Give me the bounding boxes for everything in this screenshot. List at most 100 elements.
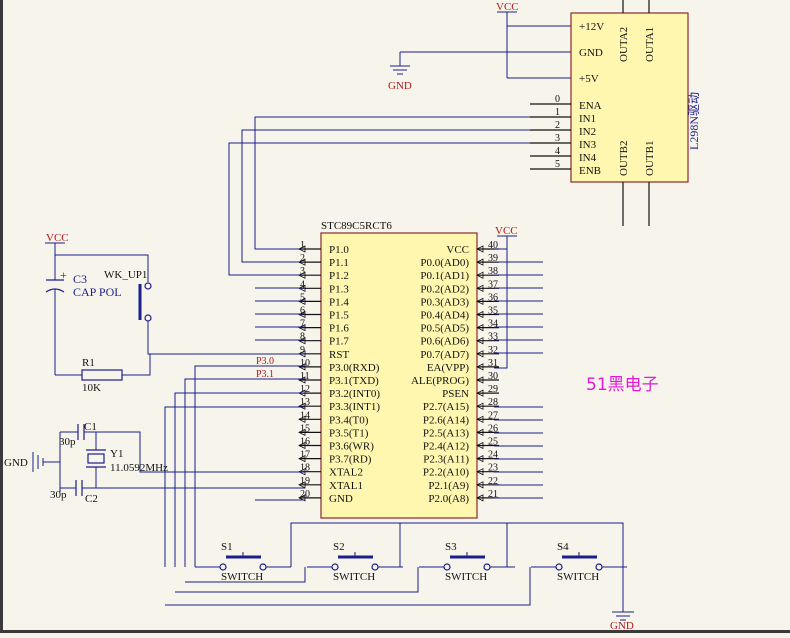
switch-wiring: GND [164,365,634,632]
c2-label: C2 [85,493,98,505]
mcu-left-pin-label: P1.5 [329,310,349,322]
switch-type: SWITCH [445,571,487,583]
mcu-left-pin-label: P3.2(INT0) [329,388,380,400]
p1-stubs [255,287,305,341]
l298-num-5: 5 [555,159,560,170]
mcu-right-pin-number: 28 [488,397,498,408]
mcu-title: STC89C5RCT6 [321,220,392,232]
l298-out-b1: OUTB1 [644,141,656,176]
mcu-right-pin-number: 26 [488,423,498,434]
l298-pin-gnd: GND [579,47,603,59]
mcu-left-pin-label: P1.4 [329,296,349,308]
crystal-y1: Y1 11.0592MHz [86,432,168,488]
l298-out-a1: OUTA1 [644,27,656,62]
mcu-right-pin-label: P2.6(A14) [423,414,469,426]
mcu-left-pin-label: XTAL1 [329,480,363,492]
mcu-right-pin-label: P2.2(A10) [423,467,469,479]
mcu-right-pin-number: 25 [488,437,498,448]
mcu-left-pin-number: 10 [300,358,310,369]
mcu-left-pin-number: 20 [300,489,310,500]
y1-label: Y1 [110,448,123,460]
wakeup-button: WK_UP1 [104,269,152,322]
mcu-left-pin-number: 11 [300,371,310,382]
mcu-right-pin-number: 21 [488,489,498,500]
mcu-right-pin-label: P2.4(A12) [423,441,469,453]
switch-name: S3 [445,541,457,553]
switch-name: S4 [557,541,569,553]
switch-type: SWITCH [221,571,263,583]
gnd-label-left: GND [4,457,28,469]
mcu-right-pin-number: 31 [488,358,498,369]
vcc-label-mcu: VCC [495,225,518,237]
mcu-right-pin-label: P0.1(AD1) [420,270,469,282]
switch-name: S2 [333,541,345,553]
resistor-r1: R1 10K [55,354,151,394]
mcu-left-pin-number: 14 [300,410,310,421]
l298-num-0: 0 [555,94,560,105]
mcu-left-pin-number: 4 [300,279,305,290]
mcu-chip: STC89C5RCT6 [320,220,478,519]
l298-out-b2: OUTB2 [618,141,630,176]
mcu-right-pin-label: P2.1(A9) [428,480,469,492]
mcu-left-pin-label: P3.3(INT1) [329,401,380,413]
vcc-label-top: VCC [496,1,519,13]
vcc-label-left: VCC [46,232,69,244]
mcu-right-pin-label: P2.0(A8) [428,493,469,505]
l298-pin-ena: ENA [579,100,602,112]
mcu-left-pin-number: 7 [300,319,305,330]
mcu-right-pin-label: P2.5(A13) [423,427,469,439]
l298-pin-in1: IN1 [579,113,596,125]
mcu-right-pin-label: VCC [446,244,469,256]
mcu-left-pin-label: P3.4(T0) [329,414,369,426]
mcu-right-pin-label: ALE(PROG) [411,375,469,387]
mcu-left-pin-label: P3.6(WR) [329,441,374,453]
l298-to-mcu-wires [228,116,530,276]
l298-num-2: 2 [555,120,560,131]
mcu-left-pin-label: P1.6 [329,323,349,335]
switch-name: S1 [221,541,233,553]
mcu-left-pin-number: 16 [300,437,310,448]
mcu-left-pin-number: 12 [300,384,310,395]
mcu-left-pin-number: 18 [300,463,310,474]
mcu-right-pin-number: 27 [488,410,498,421]
capacitor-c2: 30p C2 [50,480,98,505]
l298-module: +12V GND +5V ENA IN1 IN2 IN3 IN4 ENB OUT… [570,12,701,183]
c2-value: 30p [50,489,67,501]
left-border [0,0,3,633]
mcu-right-pin-number: 33 [488,332,498,343]
p2-bus [494,406,543,499]
mcu-left-pin-number: 5 [300,292,305,303]
l298-pin-enb: ENB [579,165,601,177]
mcu-right-pin-label: EA(VPP) [427,362,470,374]
mcu-right-pin-label: P0.5(AD5) [420,323,469,335]
c1-label: C1 [84,421,97,433]
mcu-left-pin-label: RST [329,349,349,361]
mcu-right-pin-number: 30 [488,371,498,382]
mcu-right-pin-number: 39 [488,253,498,264]
mcu-right-pin-number: 35 [488,306,498,317]
gnd-label-top: GND [388,80,412,92]
l298-num-1: 1 [555,107,560,118]
mcu-right-pin-label: P2.7(A15) [423,401,469,413]
mcu-right-pin-number: 32 [488,345,498,356]
mcu-right-pin-number: 40 [488,240,498,251]
mcu-left-pin-label: P3.7(RD) [329,454,372,466]
c3-type: CAP POL [73,285,122,299]
mcu-right-pin-label: P0.4(AD4) [420,310,469,322]
l298-num-4: 4 [555,146,560,157]
l298-pin-in3: IN3 [579,139,597,151]
mcu-right-pin-label: P0.7(AD7) [420,349,469,361]
net-label-p30: P3.0 [256,356,274,367]
mcu-left-pin-number: 8 [300,332,305,343]
mcu-left-pin-label: P1.1 [329,257,349,269]
l298-out-a2: OUTA2 [618,27,630,62]
c1-value: 30p [59,436,76,448]
l298-pin-in2: IN2 [579,126,596,138]
mcu-left-pins: P1.01P1.12P1.23P1.34P1.45P1.56P1.67P1.78… [298,240,380,505]
mcu-left-pin-label: P1.3 [329,283,349,295]
mcu-right-pin-label: P0.2(AD2) [420,283,469,295]
